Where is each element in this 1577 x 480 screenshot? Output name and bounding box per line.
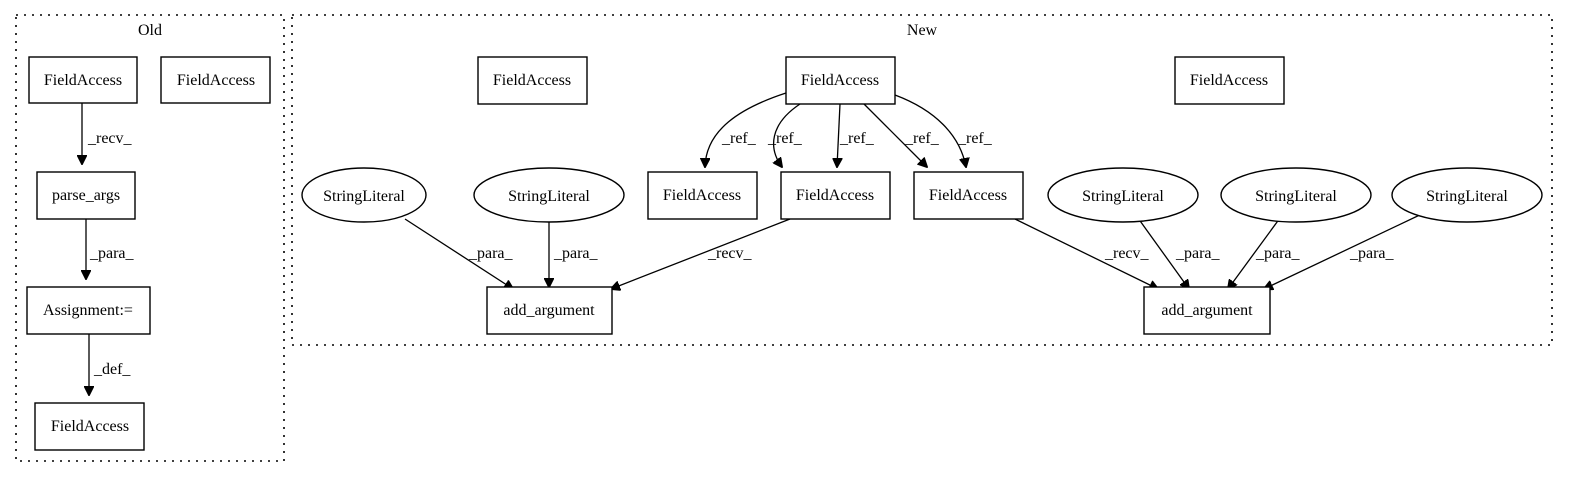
svg-text:StringLiteral: StringLiteral bbox=[1082, 188, 1164, 205]
node-new-add-argument-left[interactable]: add_argument bbox=[486, 286, 613, 335]
edge-right-para-2 bbox=[1228, 217, 1281, 289]
edge-left-para-1 bbox=[404, 218, 513, 289]
svg-text:FieldAccess: FieldAccess bbox=[493, 72, 571, 89]
edge-old-def-label: _def_ bbox=[93, 361, 131, 378]
node-new-fieldaccess-lone-right[interactable]: FieldAccess bbox=[1174, 56, 1285, 105]
node-old-fieldaccess-bottom[interactable]: FieldAccess bbox=[34, 402, 145, 451]
edge-ref-3 bbox=[837, 103, 840, 167]
node-new-fieldaccess-a[interactable]: FieldAccess bbox=[647, 171, 758, 220]
edge-ref-1 bbox=[705, 92, 787, 167]
edge-ref-2-label: _ref_ bbox=[767, 130, 803, 147]
edge-left-recv-label: _recv_ bbox=[707, 245, 753, 262]
svg-text:FieldAccess: FieldAccess bbox=[44, 72, 122, 89]
node-new-stringliteral-1[interactable]: StringLiteral bbox=[301, 167, 427, 223]
node-new-fieldaccess-b[interactable]: FieldAccess bbox=[780, 171, 891, 220]
edge-ref-3-label: _ref_ bbox=[839, 130, 875, 147]
cluster-old-label: Old bbox=[138, 22, 162, 39]
edge-right-para-2-label: _para_ bbox=[1255, 245, 1301, 262]
node-new-stringliteral-5[interactable]: StringLiteral bbox=[1391, 167, 1543, 223]
edges-old: _recv_ _para_ _def_ bbox=[82, 103, 135, 395]
svg-text:Assignment:=: Assignment:= bbox=[43, 302, 133, 319]
node-new-stringliteral-4[interactable]: StringLiteral bbox=[1220, 167, 1372, 223]
node-new-fieldaccess-c[interactable]: FieldAccess bbox=[913, 171, 1024, 220]
cluster-old: Old bbox=[15, 14, 285, 462]
edge-left-para-2-label: _para_ bbox=[553, 245, 599, 262]
svg-text:FieldAccess: FieldAccess bbox=[796, 187, 874, 204]
node-old-assignment[interactable]: Assignment:= bbox=[26, 286, 151, 335]
node-new-stringliteral-2[interactable]: StringLiteral bbox=[473, 167, 625, 223]
svg-text:StringLiteral: StringLiteral bbox=[323, 188, 405, 205]
node-new-add-argument-right[interactable]: add_argument bbox=[1143, 286, 1271, 335]
node-old-fieldaccess-top-2[interactable]: FieldAccess bbox=[160, 56, 271, 104]
edge-right-para-3-label: _para_ bbox=[1349, 245, 1395, 262]
svg-text:FieldAccess: FieldAccess bbox=[51, 418, 129, 435]
edge-right-para-3 bbox=[1264, 211, 1427, 289]
node-new-stringliteral-3[interactable]: StringLiteral bbox=[1047, 167, 1199, 223]
svg-text:StringLiteral: StringLiteral bbox=[1255, 188, 1337, 205]
edge-old-recv-label: _recv_ bbox=[87, 130, 133, 147]
edge-left-para-1-label: _para_ bbox=[468, 245, 514, 262]
edge-left-recv bbox=[611, 218, 791, 289]
edge-ref-5 bbox=[894, 94, 966, 167]
edge-ref-1-label: _ref_ bbox=[721, 130, 757, 147]
svg-text:parse_args: parse_args bbox=[52, 187, 120, 204]
node-old-fieldaccess-top[interactable]: FieldAccess bbox=[28, 56, 138, 104]
edge-ref-4 bbox=[863, 103, 927, 167]
edge-ref-4-label: _ref_ bbox=[904, 130, 940, 147]
svg-text:FieldAccess: FieldAccess bbox=[177, 72, 255, 89]
edges-new: _ref_ _ref_ _ref_ _ref_ _ref_ _para_ _pa… bbox=[404, 92, 1427, 289]
edge-ref-2 bbox=[774, 103, 801, 167]
svg-text:FieldAccess: FieldAccess bbox=[801, 72, 879, 89]
svg-text:add_argument: add_argument bbox=[503, 302, 595, 319]
node-new-fieldaccess-hub[interactable]: FieldAccess bbox=[785, 56, 896, 105]
cluster-new-label: New bbox=[907, 22, 938, 39]
edge-right-recv-label: _recv_ bbox=[1104, 245, 1150, 262]
node-new-fieldaccess-lone-left[interactable]: FieldAccess bbox=[477, 56, 588, 105]
svg-text:FieldAccess: FieldAccess bbox=[663, 187, 741, 204]
edge-old-para-label: _para_ bbox=[89, 245, 135, 262]
node-old-parse-args[interactable]: parse_args bbox=[36, 171, 136, 220]
edge-right-recv bbox=[1014, 218, 1158, 289]
svg-text:StringLiteral: StringLiteral bbox=[508, 188, 590, 205]
edge-right-para-1 bbox=[1137, 217, 1189, 289]
svg-text:StringLiteral: StringLiteral bbox=[1426, 188, 1508, 205]
cluster-new: New bbox=[291, 14, 1553, 346]
svg-text:add_argument: add_argument bbox=[1161, 302, 1253, 319]
edge-ref-5-label: _ref_ bbox=[957, 130, 993, 147]
svg-text:FieldAccess: FieldAccess bbox=[1190, 72, 1268, 89]
edge-right-para-1-label: _para_ bbox=[1175, 245, 1221, 262]
svg-text:FieldAccess: FieldAccess bbox=[929, 187, 1007, 204]
